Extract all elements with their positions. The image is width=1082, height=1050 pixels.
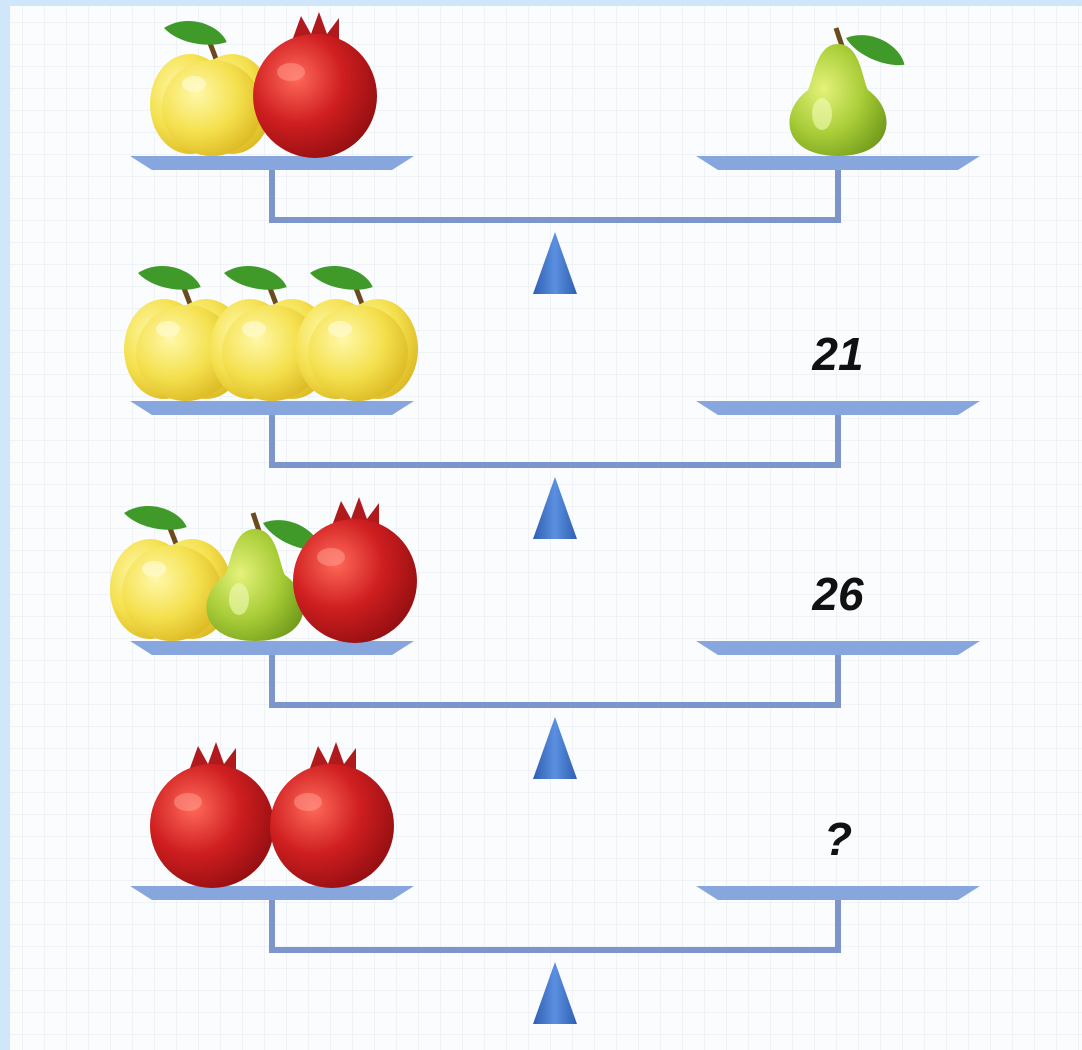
right-plate — [696, 156, 980, 170]
left-plate — [130, 156, 414, 170]
right-plate — [696, 886, 980, 900]
right-pan-value: ? — [758, 812, 918, 866]
left-plate — [130, 641, 414, 655]
right-plate — [696, 641, 980, 655]
left-plate — [130, 401, 414, 415]
left-plate — [130, 886, 414, 900]
right-plate — [696, 401, 980, 415]
right-pan-value: 26 — [758, 567, 918, 621]
right-pan-value: 21 — [758, 327, 918, 381]
